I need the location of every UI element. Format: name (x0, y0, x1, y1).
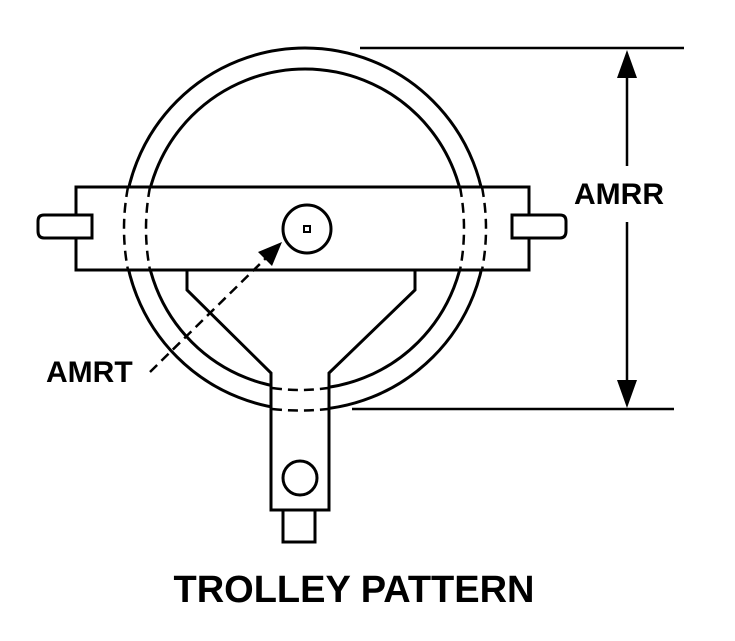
axle-bar-body (74, 185, 531, 272)
amrt-leader-line (149, 257, 267, 373)
amrt-label: AMRT (46, 356, 133, 389)
hidden-rim-left-inner (144, 186, 152, 271)
center-bolt-dot (303, 225, 311, 233)
yoke-body (185, 268, 417, 512)
center-bolt (281, 203, 333, 255)
hanger-yoke (185, 268, 417, 544)
amrt-leader (149, 242, 282, 373)
axle-end-right (510, 213, 568, 240)
amrr-arrow-top (617, 50, 637, 78)
diagram-title: TROLLEY PATTERN (174, 569, 535, 611)
yoke-mount-hole (281, 459, 319, 497)
axle-end-left (36, 213, 94, 240)
amrr-arrow-bottom (617, 380, 637, 408)
hidden-rim-yoke-inner (271, 386, 329, 392)
axle-bar (36, 185, 568, 272)
yoke-stem (281, 508, 317, 544)
amrr-label: AMRR (574, 178, 664, 211)
amrr-dimension (352, 46, 684, 411)
hidden-rim-yoke-outer (271, 407, 329, 412)
hidden-rim-right-inner (458, 186, 466, 271)
amrt-arrowhead (258, 242, 282, 266)
hidden-rim-left-outer (122, 186, 130, 271)
hidden-rim-right-outer (480, 186, 488, 271)
